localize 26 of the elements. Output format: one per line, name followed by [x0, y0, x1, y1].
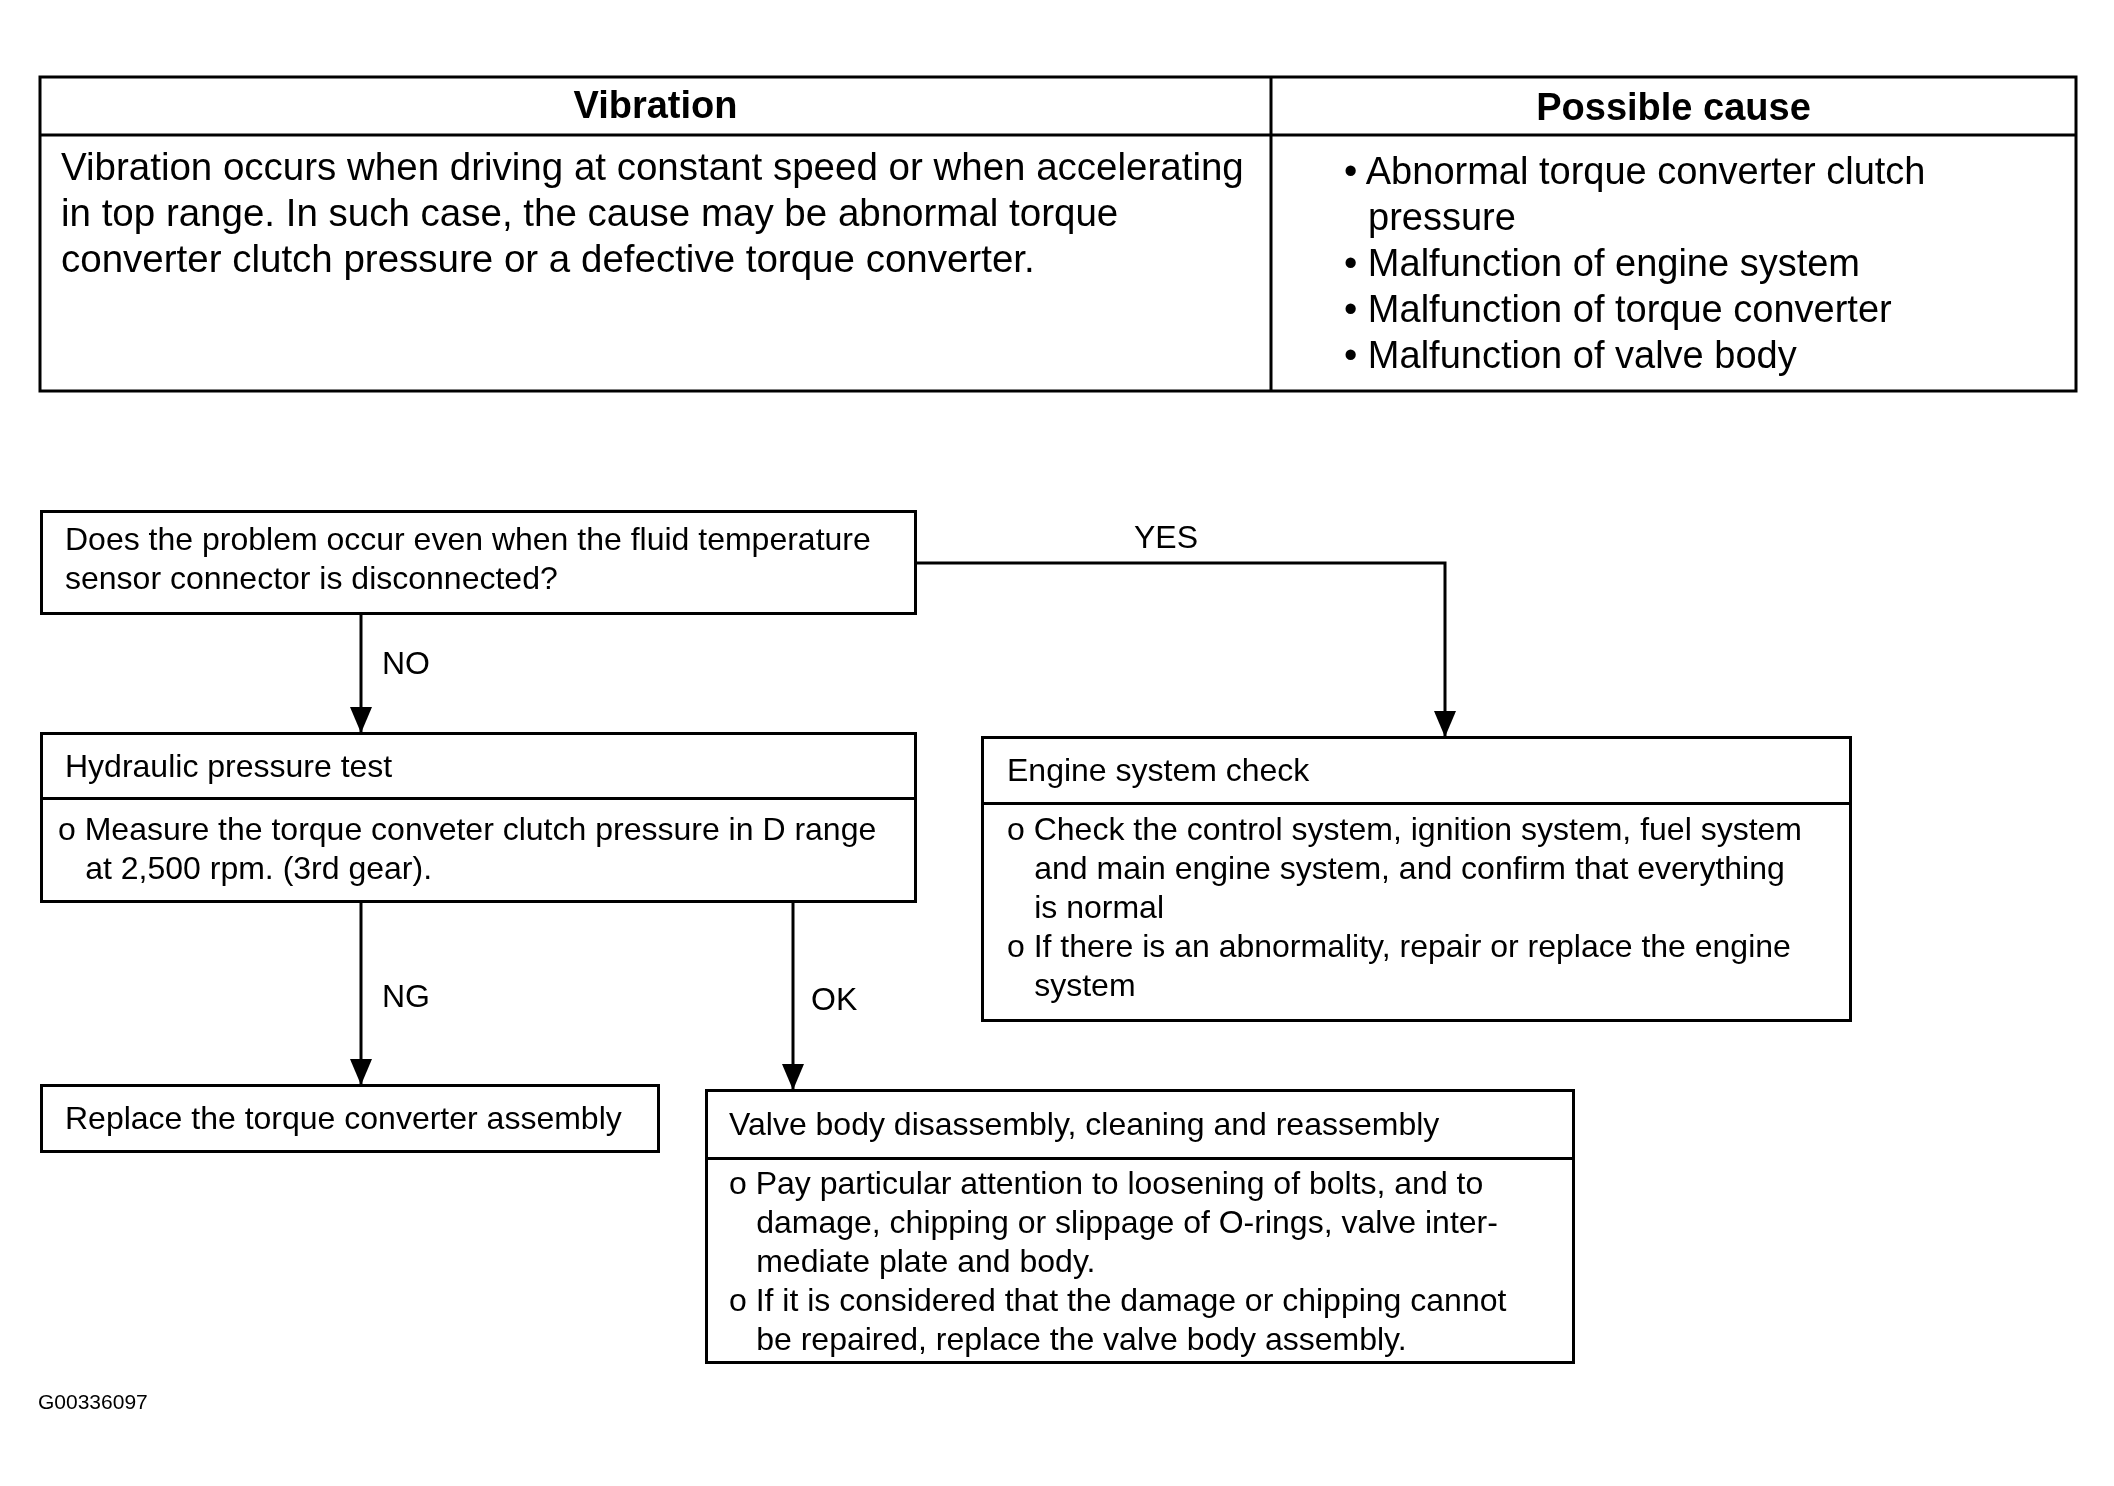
step-title: Valve body disassembly, cleaning and reassembly — [729, 1105, 1440, 1144]
step-title: Engine system check — [1007, 751, 1310, 790]
step-instruction: o Measure the torque conveter clutch pressure in D range at 2,500 rpm. (3rd gear). — [58, 810, 878, 888]
question-box — [40, 510, 917, 615]
action-text: Replace the torque converter assembly — [65, 1099, 622, 1138]
cause-list-item: • Malfunction of valve body — [1344, 333, 1797, 378]
arrow — [350, 903, 372, 1085]
cause-list-item: • Malfunction of engine system — [1344, 241, 1860, 286]
column-heading: Vibration — [573, 83, 738, 129]
arrow — [350, 615, 372, 733]
step-instruction: o Pay particular attention to loosening of bolts, and to damage, chipping or slippage of O-rings, valve inter-mediate plate and body. — [729, 1164, 1499, 1281]
step-instruction: o If it is considered that the damage or chipping cannot be repaired, replace the valve body assembly. — [729, 1281, 1508, 1359]
column-heading: Possible cause — [1536, 85, 1811, 131]
question-text: Does the problem occur even when the fluid temperature sensor connector is disconnected? — [65, 520, 872, 598]
step-title: Hydraulic pressure test — [65, 746, 393, 786]
step-instruction: o If there is an abnormality, repair or replace the engine system — [1007, 927, 1792, 1005]
description-text: Vibration occurs when driving at constant speed or when accelerating in top range. In such case, the cause may be abnormal torque converter clutch pressure or a defective torque converter. — [61, 144, 1245, 282]
process-box — [981, 736, 1852, 1022]
process-box — [40, 732, 917, 903]
cause-list-item: • Abnormal torque converter clutch pressure — [1344, 149, 1927, 240]
arrow — [782, 903, 804, 1090]
arrow — [917, 561, 1456, 737]
process-box — [705, 1089, 1575, 1364]
cause-list-item: • Malfunction of torque converter — [1344, 287, 1892, 332]
figure-number: G00336097 — [38, 1389, 148, 1415]
process-box — [40, 1084, 660, 1153]
